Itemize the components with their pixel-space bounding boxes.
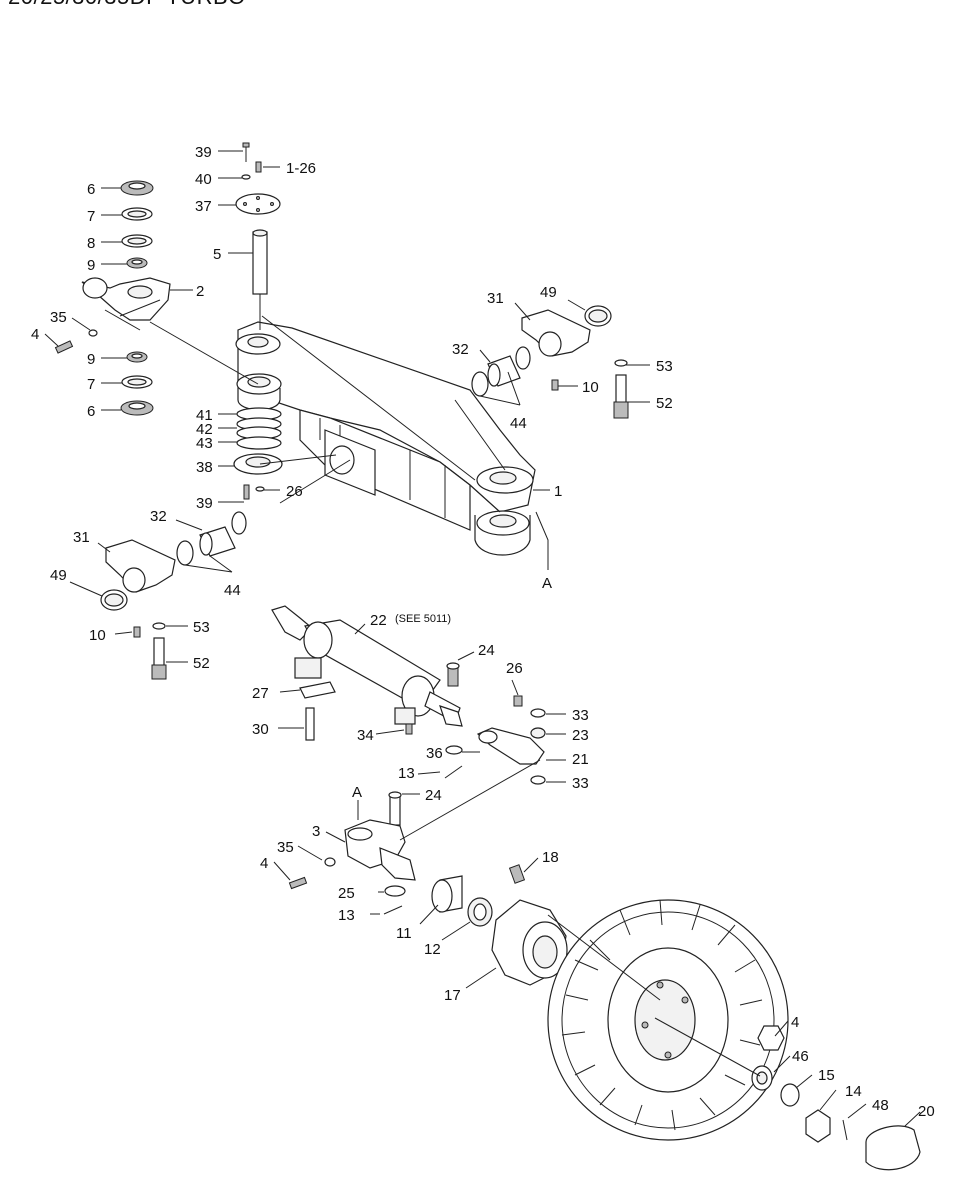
callout-4-wheel: 4 bbox=[791, 1014, 799, 1031]
callout-40: 40 bbox=[195, 171, 212, 188]
tie-rod bbox=[405, 708, 546, 785]
callout-33-lower: 33 bbox=[572, 775, 589, 792]
callout-labels: 39 1-26 40 37 6 7 8 5 9 2 35 4 9 7 6 41 … bbox=[31, 144, 935, 1120]
right-trunnion-bracket bbox=[471, 305, 629, 419]
callout-32-right: 32 bbox=[452, 341, 469, 358]
callout-49-right: 49 bbox=[540, 284, 557, 301]
callout-35-right: 35 bbox=[277, 839, 294, 856]
model-title: 20/25/30/35DF TURBO bbox=[8, 0, 246, 10]
callout-11: 11 bbox=[396, 925, 412, 942]
callout-52-right: 52 bbox=[656, 395, 673, 412]
callout-38: 38 bbox=[196, 459, 213, 476]
callout-13-lower: 13 bbox=[338, 907, 355, 924]
callout-13-upper: 13 bbox=[398, 765, 415, 782]
callout-24-lower: 24 bbox=[425, 787, 442, 804]
callout-52-left: 52 bbox=[193, 655, 210, 672]
callout-25: 25 bbox=[338, 885, 355, 902]
callout-9-top: 9 bbox=[87, 257, 95, 274]
callout-31-right: 31 bbox=[487, 290, 504, 307]
callout-4-right: 4 bbox=[260, 855, 268, 872]
callout-26-lower: 26 bbox=[506, 660, 523, 677]
callout-6-top: 6 bbox=[87, 181, 95, 198]
callout-33-upper: 33 bbox=[572, 707, 589, 724]
callout-23: 23 bbox=[572, 727, 589, 744]
callout-30: 30 bbox=[252, 721, 269, 738]
callout-24-upper: 24 bbox=[478, 642, 495, 659]
wheel-and-tire bbox=[547, 899, 921, 1171]
callout-27: 27 bbox=[252, 685, 269, 702]
callout-7-bottom: 7 bbox=[87, 376, 95, 393]
callout-53-right: 53 bbox=[656, 358, 673, 375]
top-kingpin-parts bbox=[235, 142, 281, 330]
callout-35-left: 35 bbox=[50, 309, 67, 326]
callout-36: 36 bbox=[426, 745, 443, 762]
left-kingpin-stack bbox=[54, 180, 171, 416]
callout-9-bottom: 9 bbox=[87, 351, 95, 368]
callout-7-top: 7 bbox=[87, 208, 95, 225]
callout-14: 14 bbox=[845, 1083, 862, 1100]
left-trunnion-bracket bbox=[100, 511, 247, 680]
callout-21: 21 bbox=[572, 751, 589, 768]
callout-20: 20 bbox=[918, 1103, 935, 1120]
callout-17: 17 bbox=[444, 987, 461, 1004]
callout-43: 43 bbox=[196, 435, 213, 452]
callout-42: 42 bbox=[196, 421, 213, 438]
callout-41: 41 bbox=[196, 407, 213, 424]
callout-2: 2 bbox=[196, 283, 204, 300]
callout-22-note: (SEE 5011) bbox=[395, 613, 451, 625]
callout-26-upper: 26 bbox=[286, 483, 303, 500]
callout-12: 12 bbox=[424, 941, 441, 958]
callout-37: 37 bbox=[195, 198, 212, 215]
callout-46: 46 bbox=[792, 1048, 809, 1065]
lower-kingpin-shims bbox=[233, 407, 283, 500]
hub-assembly bbox=[431, 864, 568, 986]
callout-5: 5 bbox=[213, 246, 221, 263]
callout-1: 1 bbox=[554, 483, 562, 500]
callout-1-26: 1-26 bbox=[286, 160, 316, 177]
callout-10-left: 10 bbox=[89, 627, 106, 644]
callout-22: 22 bbox=[370, 612, 387, 629]
callout-31-left: 31 bbox=[73, 529, 90, 546]
callout-15: 15 bbox=[818, 1067, 835, 1084]
callout-49-left: 49 bbox=[50, 567, 67, 584]
callout-18: 18 bbox=[542, 849, 559, 866]
callout-3: 3 bbox=[312, 823, 320, 840]
callout-34: 34 bbox=[357, 727, 374, 744]
leader-lines bbox=[44, 150, 921, 1127]
callout-48: 48 bbox=[872, 1097, 889, 1114]
steering-cylinder bbox=[271, 605, 523, 741]
axle-beam bbox=[235, 321, 536, 556]
callout-44-left: 44 bbox=[224, 582, 241, 599]
callout-53-left: 53 bbox=[193, 619, 210, 636]
callout-39-lower: 39 bbox=[196, 495, 213, 512]
callout-39-top: 39 bbox=[195, 144, 212, 161]
callout-A-upper: A bbox=[542, 575, 552, 592]
callout-6-bottom: 6 bbox=[87, 403, 95, 420]
callout-A-lower: A bbox=[352, 784, 362, 801]
callout-44-right: 44 bbox=[510, 415, 527, 432]
callout-8: 8 bbox=[87, 235, 95, 252]
callout-4-left: 4 bbox=[31, 326, 39, 343]
callout-32-left: 32 bbox=[150, 508, 167, 525]
right-knuckle bbox=[288, 791, 416, 915]
callout-10-right: 10 bbox=[582, 379, 599, 396]
